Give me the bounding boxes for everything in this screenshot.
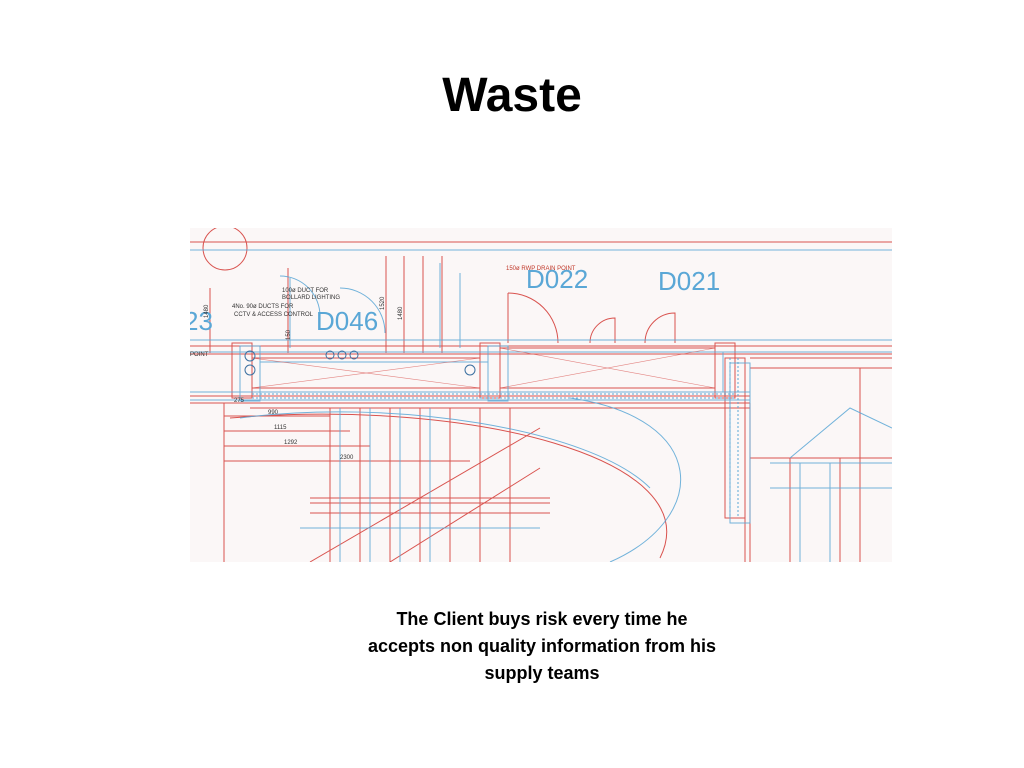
dimension-1292: 1292 [284,440,298,446]
dimension-990: 990 [268,410,279,416]
room-label-23: 23 [190,306,213,336]
dimension-1480-left: 1480 [204,304,210,318]
dimension-1480: 1480 [398,306,404,320]
room-label-d046: D046 [316,306,378,336]
caption-line-3: supply teams [484,663,600,683]
dimension-1115: 1115 [274,425,287,431]
note-cctv: CCTV & ACCESS CONTROL [234,312,314,318]
note-ducts-for: 4No. 90ø DUCTS FOR [232,304,294,310]
drawing-svg: D022 D021 D046 23 150ø RWP DRAIN POINT 1… [190,228,892,562]
note-drain-point: 150ø RWP DRAIN POINT [506,266,576,272]
dimension-150: 150 [286,329,292,340]
dimension-275: 275 [234,398,245,404]
slide-caption: The Client buys risk every time he accep… [312,606,772,687]
note-point: POINT [190,352,209,358]
architectural-drawing-image: D022 D021 D046 23 150ø RWP DRAIN POINT 1… [190,228,892,562]
slide-title: Waste [442,69,582,122]
room-label-d021: D021 [658,266,720,296]
dimension-2300: 2300 [340,455,354,461]
note-duct-for: 100ø DUCT FOR [282,288,329,294]
dimension-1520: 1520 [380,296,386,310]
room-label-d022: D022 [526,264,588,294]
note-bollard-lighting: BOLLARD LIGHTING [282,295,340,301]
caption-line-2: accepts non quality information from his [367,636,717,656]
caption-line-1: The Client buys risk every time he [396,609,688,629]
